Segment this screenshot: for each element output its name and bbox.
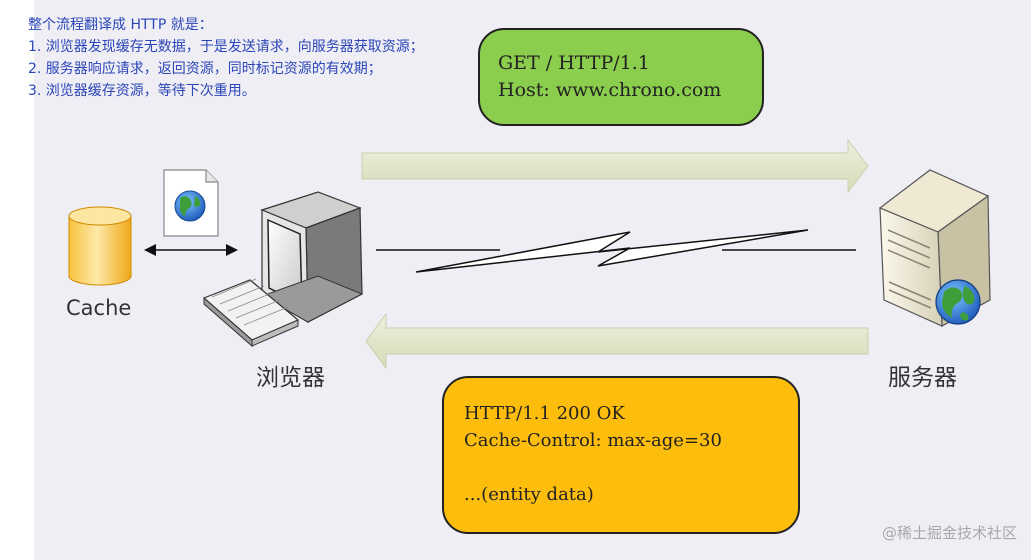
response-line-2: Cache-Control: max-age=30	[464, 430, 722, 451]
server-icon	[878, 169, 991, 327]
notes-step-1: 1. 浏览器发现缓存无数据，于是发送请求，向服务器获取资源；	[28, 39, 424, 55]
keyboard-icon	[202, 278, 300, 348]
notes-step-3: 3. 浏览器缓存资源，等待下次重用。	[28, 83, 256, 99]
cache-label: Cache	[66, 296, 132, 320]
server-label: 服务器	[888, 365, 957, 391]
response-line-4: ...(entity data)	[464, 484, 594, 505]
request-line-1: GET / HTTP/1.1	[498, 52, 650, 74]
cache-browser-arrow	[144, 244, 238, 256]
request-line-2: Host: www.chrono.com	[498, 79, 722, 101]
watermark: @稀土掘金技术社区	[881, 524, 1017, 542]
response-arrow	[365, 312, 869, 370]
response-line-1: HTTP/1.1 200 OK	[464, 403, 625, 424]
notes-step-2: 2. 服务器响应请求，返回资源，同时标记资源的有效期；	[28, 61, 382, 77]
lightning-link-icon	[376, 229, 856, 273]
response-line-3	[464, 454, 798, 481]
response-bubble: HTTP/1.1 200 OK Cache-Control: max-age=30…	[442, 376, 800, 534]
globe-icon	[935, 279, 981, 325]
cache-cylinder-icon	[68, 206, 132, 286]
browser-label: 浏览器	[256, 365, 325, 391]
request-arrow	[361, 138, 869, 194]
explanation-notes: 整个流程翻译成 HTTP 就是： 1. 浏览器发现缓存无数据，于是发送请求，向服…	[28, 14, 424, 102]
computer-icon	[260, 191, 364, 324]
notes-title: 整个流程翻译成 HTTP 就是：	[28, 17, 213, 33]
document-globe-icon	[163, 169, 219, 237]
